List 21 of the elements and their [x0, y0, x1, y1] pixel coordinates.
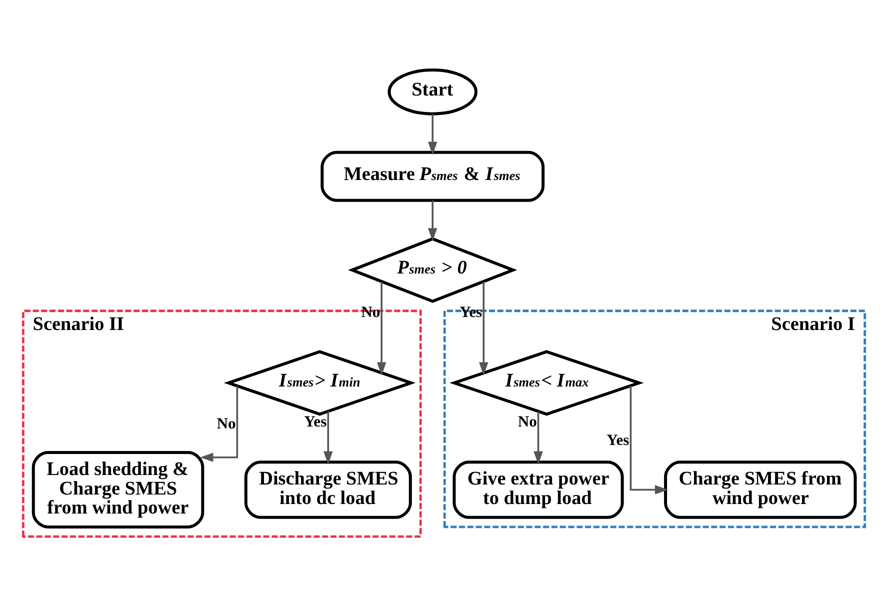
arrow [428, 200, 438, 241]
edge-label: Yes [304, 412, 327, 430]
arrow [630, 386, 668, 494]
arrow [376, 281, 386, 376]
arrow [534, 411, 543, 464]
node-box: Discharge SMES into dc load [244, 460, 412, 518]
arrow [428, 114, 438, 154]
node-diamond: Psmes > 0 [348, 236, 518, 302]
node-box: Load shedding & Charge SMES from wind power [32, 450, 204, 528]
node-ellipse: Start [388, 68, 478, 115]
node-diamond: Ismes> Imin [224, 350, 416, 416]
node-box: Charge SMES from wind power [664, 460, 857, 518]
edge-label: Yes [606, 431, 630, 448]
edge-label: No [518, 412, 537, 430]
node-box: Give extra power to dump load [452, 460, 624, 518]
node-box: Measure Psmes & Ismes [320, 150, 545, 202]
arrow [479, 281, 488, 376]
arrow [200, 386, 238, 462]
arrow [324, 411, 333, 464]
edge-label: No [216, 415, 236, 432]
node-diamond: Ismes< Imax [450, 350, 644, 416]
